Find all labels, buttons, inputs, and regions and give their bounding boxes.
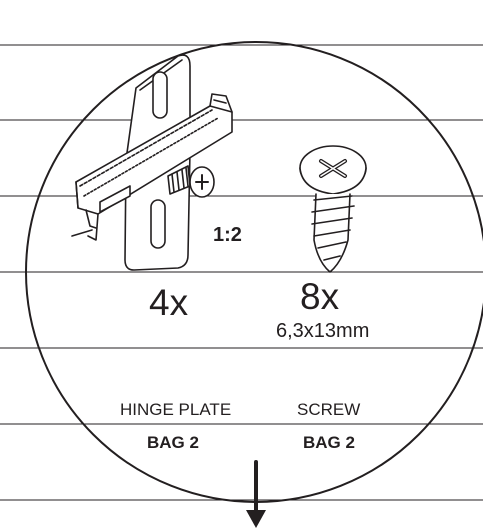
- separator-lines: [0, 44, 483, 501]
- hinge-plate-quantity: 4x: [149, 282, 189, 323]
- arrow-down-icon: [246, 460, 266, 528]
- hinge-plate-icon: [71, 54, 233, 271]
- screw-icon: [299, 145, 367, 273]
- hinge-plate-bag: BAG 2: [147, 433, 199, 452]
- screw-name: SCREW: [297, 400, 361, 419]
- screw-size: 6,3x13mm: [276, 320, 370, 342]
- hinge-plate-name: HINGE PLATE: [120, 400, 232, 419]
- screw-quantity: 8x: [300, 276, 340, 317]
- scale-label: 1:2: [213, 224, 242, 246]
- screw-bag: BAG 2: [303, 433, 355, 452]
